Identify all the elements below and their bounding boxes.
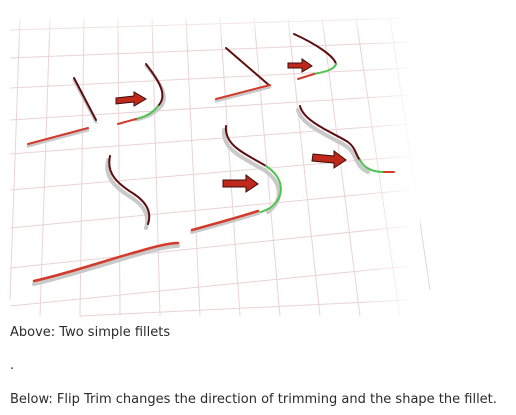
fillet-result-top-right — [293, 33, 337, 80]
arrow-icon — [311, 150, 347, 169]
fillet-result-bottom-left — [190, 125, 282, 234]
fillet-example-bottom-left — [32, 155, 180, 286]
fillet-result-top-left — [117, 63, 166, 125]
fillet-result-flip-trim — [296, 105, 395, 174]
caption-below: Below: Flip Trim changes the direction o… — [10, 392, 497, 407]
caption-separator: . — [10, 358, 15, 373]
fillet-example-top-left — [26, 77, 98, 148]
arrow-icon — [115, 91, 147, 107]
arrow-icon — [287, 58, 313, 73]
arrow-icon — [222, 174, 259, 193]
caption-above: Above: Two simple fillets — [10, 325, 171, 340]
fillet-illustration — [0, 0, 516, 318]
fillet-example-top-right — [214, 47, 272, 103]
